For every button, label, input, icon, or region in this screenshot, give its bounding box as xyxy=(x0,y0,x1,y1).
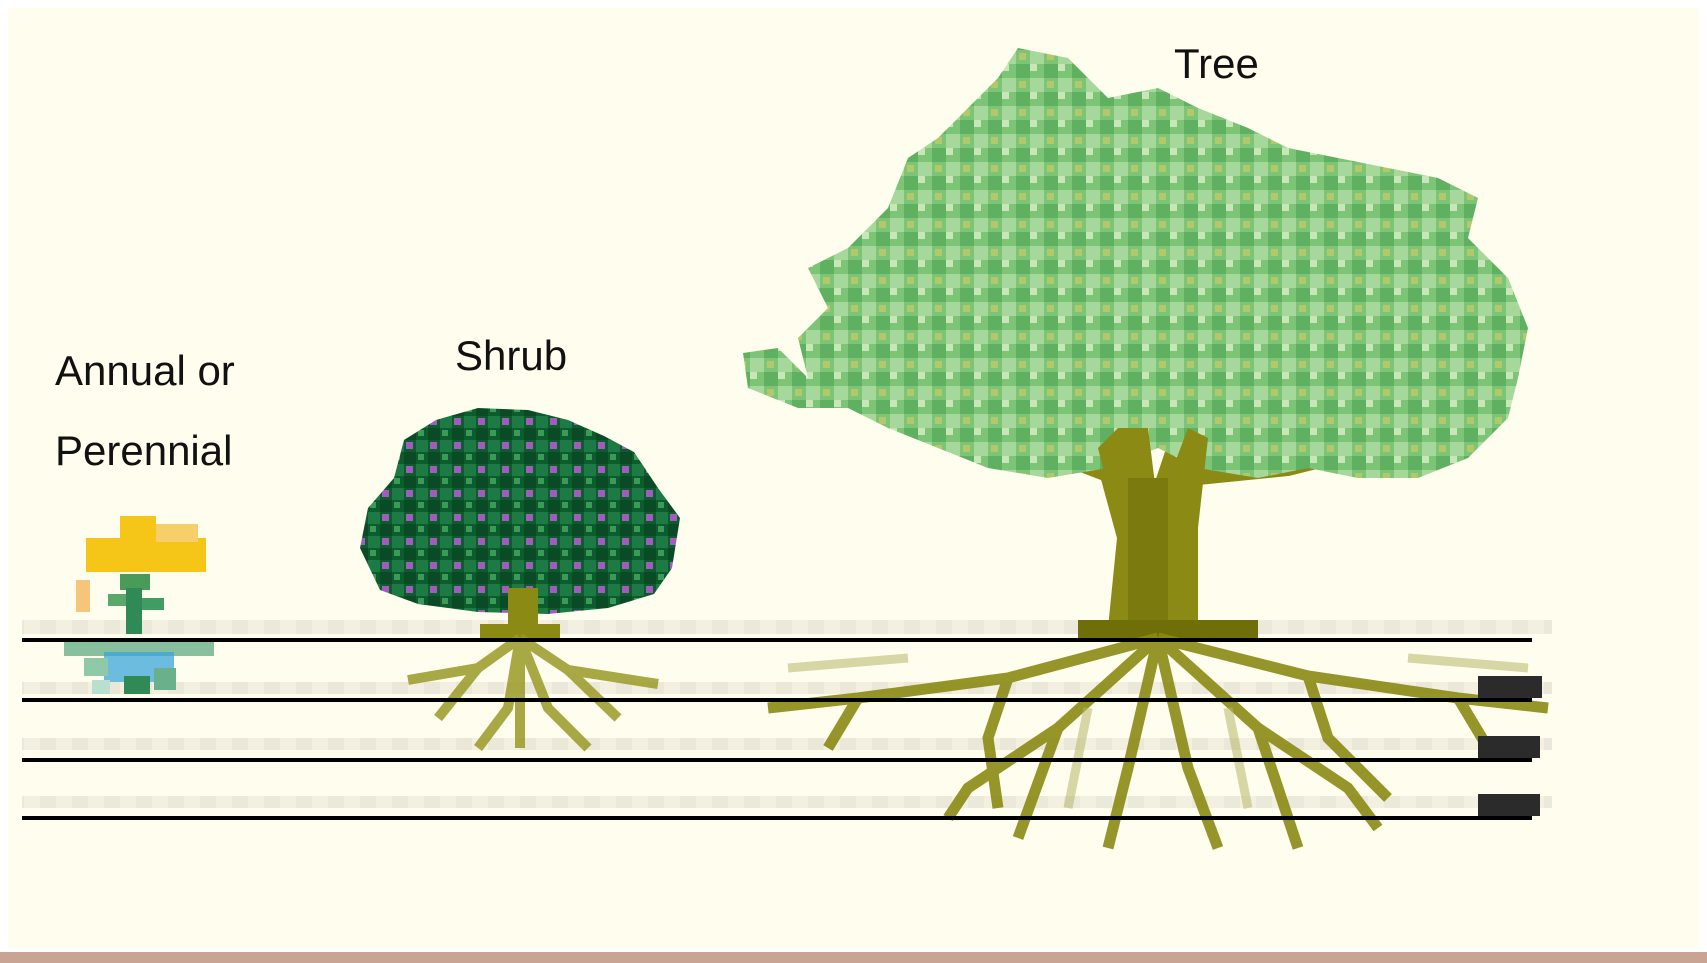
depth-markers xyxy=(1478,676,1542,816)
soil-depth-lines xyxy=(22,638,1532,820)
annual-label-line2: Perennial xyxy=(55,427,233,474)
annual-label-line1: Annual or xyxy=(55,347,235,394)
tree-icon xyxy=(743,48,1549,850)
plant-root-diagram xyxy=(22,48,1552,850)
tree-label: Tree xyxy=(1174,40,1259,87)
shrub-icon xyxy=(360,408,680,752)
shrub-label: Shrub xyxy=(455,332,568,379)
bottom-rule xyxy=(0,952,1707,963)
diagram-canvas: Annual or Perennial Shrub Tree xyxy=(8,8,1699,948)
flower-icon xyxy=(64,516,214,694)
